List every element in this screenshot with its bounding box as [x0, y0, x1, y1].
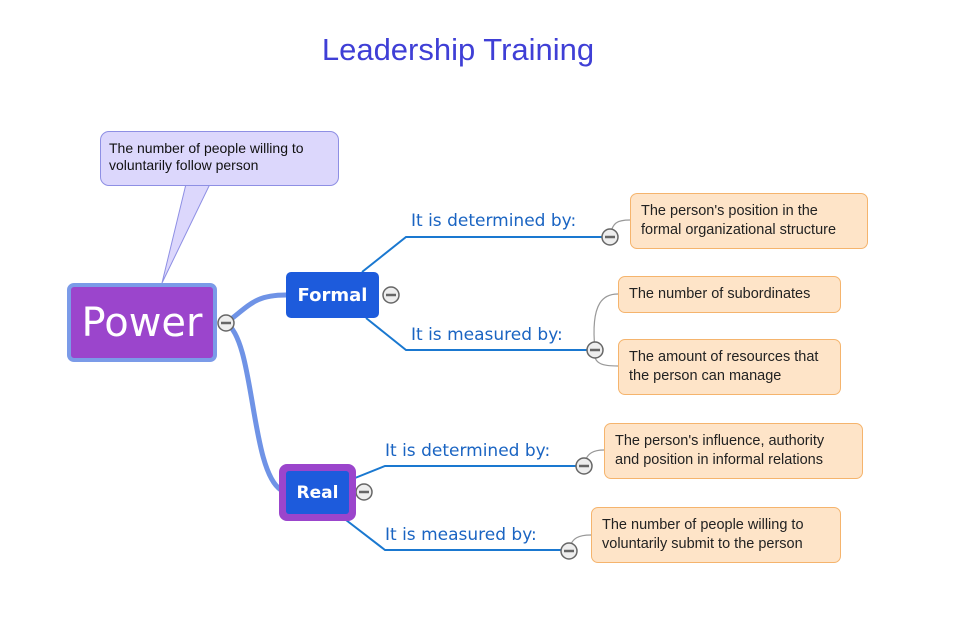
branch-node-real-label: Real — [286, 471, 349, 514]
leaf-subordinates[interactable]: The number of subordinates — [618, 276, 841, 313]
formal-measured-label[interactable]: It is measured by: — [411, 325, 563, 345]
real-measured-label[interactable]: It is measured by: — [385, 525, 537, 545]
leaf-influence[interactable]: The person's influence, authority and po… — [604, 423, 863, 479]
branch-node-real[interactable]: Real — [279, 464, 356, 521]
diagram-title: Leadership Training — [321, 32, 595, 67]
collapse-formal-determined-icon[interactable] — [601, 228, 619, 246]
connector-power-real — [224, 320, 283, 493]
callout-pointer — [161, 183, 211, 284]
collapse-real-measured-icon[interactable] — [560, 542, 578, 560]
real-determined-label[interactable]: It is determined by: — [385, 441, 551, 461]
collapse-formal-measured-icon[interactable] — [586, 341, 604, 359]
root-node-power[interactable]: Power — [67, 283, 217, 362]
callout-note[interactable]: The number of people willing to voluntar… — [100, 131, 339, 186]
collapse-real-determined-icon[interactable] — [575, 457, 593, 475]
collapse-root-icon[interactable] — [217, 314, 235, 332]
leaf-resources[interactable]: The amount of resources that the person … — [618, 339, 841, 395]
branch-node-formal[interactable]: Formal — [286, 272, 379, 318]
leaf-position[interactable]: The person's position in the formal orga… — [630, 193, 868, 249]
formal-determined-label[interactable]: It is determined by: — [411, 211, 577, 231]
leaf-submit[interactable]: The number of people willing to voluntar… — [591, 507, 841, 563]
collapse-real-icon[interactable] — [355, 483, 373, 501]
collapse-formal-icon[interactable] — [382, 286, 400, 304]
connector-power-formal — [224, 292, 287, 325]
